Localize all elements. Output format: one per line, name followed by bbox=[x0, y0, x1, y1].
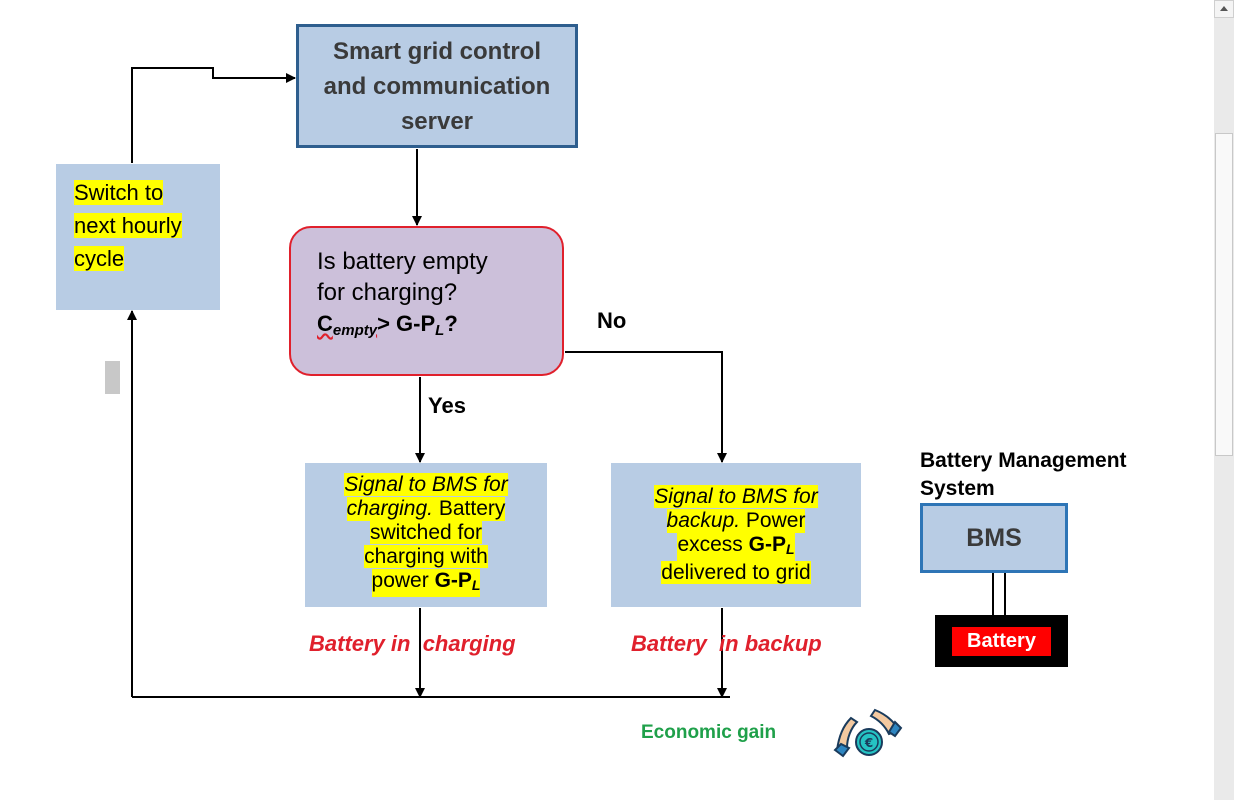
backup-line-2-italic: backup. bbox=[666, 509, 741, 532]
charge-line-4: charging with bbox=[364, 545, 488, 568]
backup-state-label: Battery in backup bbox=[631, 631, 822, 656]
decision-line-2: for charging? bbox=[317, 279, 458, 306]
scroll-thumb[interactable] bbox=[1215, 133, 1233, 456]
battery-label: Battery bbox=[952, 627, 1051, 656]
switch-line-3: cycle bbox=[74, 246, 125, 271]
backup-signal-box: Signal to BMS for backup. Power excess G… bbox=[611, 463, 861, 607]
switch-line-2: next hourly bbox=[74, 213, 182, 238]
charge-line-2-italic: charging. bbox=[346, 497, 433, 520]
switch-line-1: Switch to bbox=[74, 180, 164, 205]
yes-label: Yes bbox=[428, 393, 466, 418]
charge-line-5-text: power bbox=[371, 569, 435, 592]
scroll-up-icon bbox=[1220, 6, 1228, 11]
bms-title-line-1: Battery Management bbox=[920, 449, 1127, 472]
switch-cycle-box: Switch to next hourly cycle bbox=[56, 164, 220, 310]
backup-line-3-text: excess bbox=[677, 533, 749, 556]
charge-line-5-sub: L bbox=[471, 577, 481, 593]
grey-marker bbox=[105, 361, 120, 394]
charging-state-label: Battery in charging bbox=[309, 631, 516, 656]
scroll-up-button[interactable] bbox=[1214, 0, 1234, 18]
cond-subscript: empty bbox=[332, 322, 378, 339]
bms-title-line-2: System bbox=[920, 477, 995, 500]
backup-line-1: Signal to BMS for bbox=[654, 485, 818, 508]
cond-q: ? bbox=[444, 311, 458, 336]
money-hands-icon: € bbox=[833, 708, 903, 758]
bms-title: Battery Management System bbox=[920, 447, 1127, 503]
server-line-2: and communication bbox=[323, 72, 551, 100]
charge-line-2-rest: Battery bbox=[433, 497, 506, 520]
svg-text:€: € bbox=[864, 736, 873, 750]
charge-line-3: switched for bbox=[369, 521, 483, 544]
no-label: No bbox=[597, 308, 627, 333]
cond-mid: > G-P bbox=[377, 311, 436, 336]
no-arrow bbox=[565, 351, 727, 463]
decision-line-1: Is battery empty bbox=[317, 248, 488, 275]
backup-line-3-sub: L bbox=[785, 541, 795, 557]
server-line-1: Smart grid control bbox=[332, 37, 542, 65]
economic-gain-label: Economic gain bbox=[641, 722, 777, 743]
backup-line-4: delivered to grid bbox=[661, 561, 811, 584]
cond-c: C bbox=[317, 311, 333, 336]
decision-box: Is battery empty for charging? Cempty> G… bbox=[289, 226, 564, 376]
cond-l: L bbox=[435, 322, 445, 339]
charge-line-1: Signal to BMS for bbox=[344, 473, 508, 496]
decision-condition: Cempty> G-PL? bbox=[317, 311, 458, 339]
backup-line-3-bold: G-P bbox=[748, 533, 786, 556]
charge-line-5-bold: G-P bbox=[434, 569, 472, 592]
server-box: Smart grid control and communication ser… bbox=[296, 24, 578, 148]
bms-box: BMS bbox=[920, 503, 1068, 573]
backup-line-2-rest: Power bbox=[740, 509, 806, 532]
server-line-3: server bbox=[400, 107, 474, 135]
charging-signal-box: Signal to BMS for charging. Battery swit… bbox=[305, 463, 547, 607]
loop-to-server-arrow bbox=[131, 67, 296, 163]
